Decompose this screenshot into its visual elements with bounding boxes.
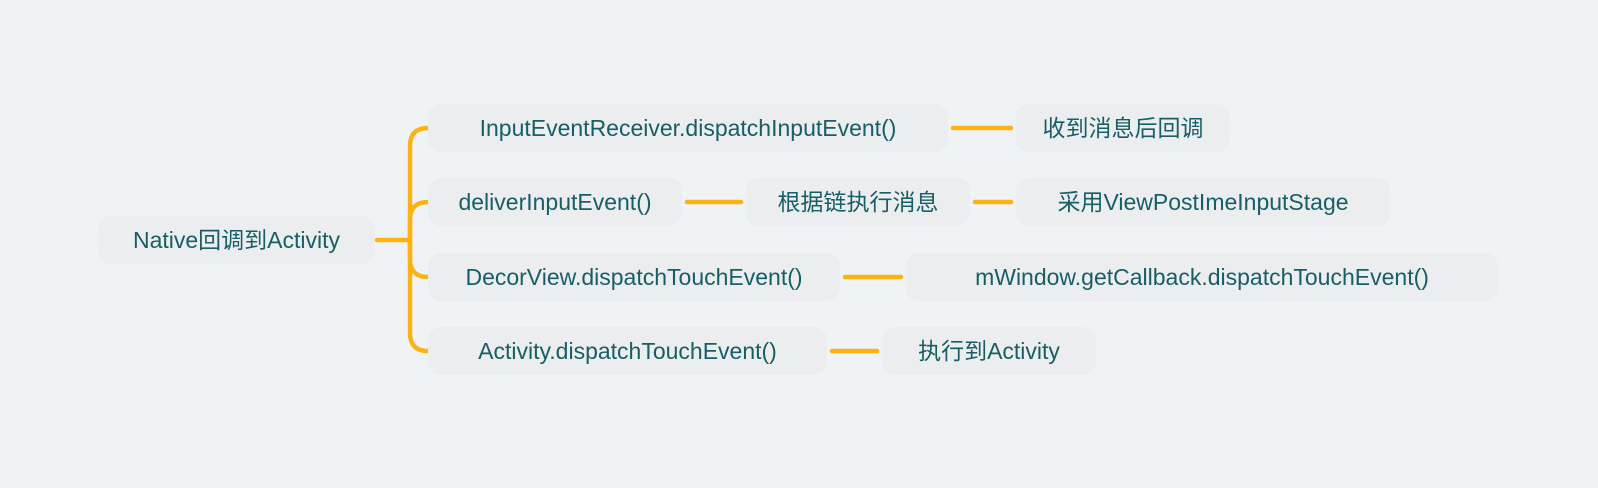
- node-callback-after-message[interactable]: 收到消息后回调: [1016, 104, 1230, 152]
- node-decorview-dispatchtouchevent[interactable]: DecorView.dispatchTouchEvent(): [428, 253, 840, 301]
- node-activity-dispatchtouchevent[interactable]: Activity.dispatchTouchEvent(): [428, 327, 827, 375]
- connector-branch-3: [407, 237, 433, 280]
- connector-branch-4: [407, 237, 433, 354]
- node-inputeventreceiver-dispatchinputevent[interactable]: InputEventReceiver.dispatchInputEvent(): [428, 104, 948, 152]
- node-execute-message-by-chain[interactable]: 根据链执行消息: [746, 178, 970, 226]
- node-viewpostimeinputstage[interactable]: 采用ViewPostImeInputStage: [1016, 178, 1390, 226]
- connector-branch-1: [407, 125, 433, 243]
- node-root[interactable]: Native回调到Activity: [98, 216, 375, 264]
- node-execute-to-activity[interactable]: 执行到Activity: [882, 327, 1096, 375]
- node-mwindow-getcallback-dispatchtouchevent[interactable]: mWindow.getCallback.dispatchTouchEvent(): [906, 253, 1498, 301]
- connector-branch-2: [407, 199, 433, 243]
- node-deliverinputevent[interactable]: deliverInputEvent(): [428, 178, 682, 226]
